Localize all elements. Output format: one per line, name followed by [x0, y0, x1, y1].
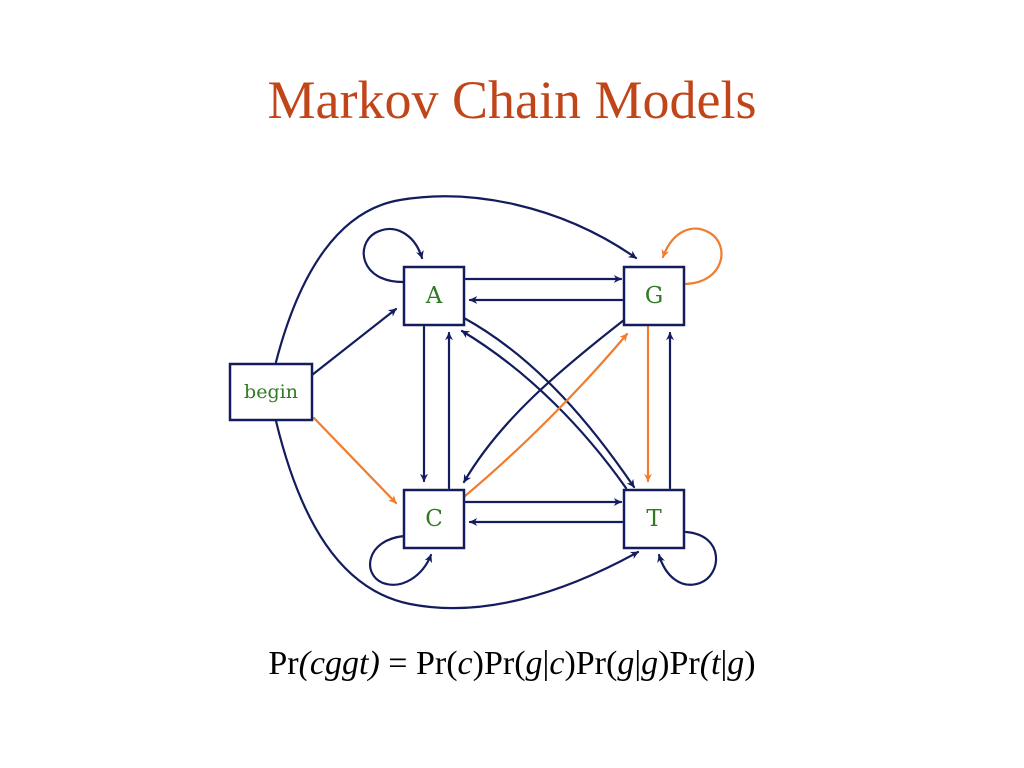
formula-var: c [457, 645, 473, 682]
formula-var: g [525, 645, 543, 682]
edge-c-c [368, 534, 433, 586]
state-t-label: T [646, 506, 662, 532]
formula-var: g [617, 645, 635, 682]
formula-sequence: (cggt) [298, 645, 380, 682]
state-begin-box [228, 362, 314, 422]
formula-var: t [711, 645, 721, 682]
formula-var: g [727, 645, 745, 682]
state-c-label: C [425, 506, 443, 532]
state-begin-label: begin [244, 381, 298, 403]
state-a-label: A [425, 283, 443, 309]
formula-paren: ) [472, 645, 484, 682]
formula-pr: Pr [669, 645, 700, 682]
formula-paren: ( [446, 645, 458, 682]
edge-g-c [462, 318, 626, 484]
state-a-box [402, 265, 466, 327]
edge-a-t [462, 316, 636, 489]
formula-paren: ) [658, 645, 670, 682]
formula-pr: Pr [575, 645, 606, 682]
formula-var: c [549, 645, 565, 682]
probability-formula: Pr(cggt) = Pr(c)Pr(g|c)Pr(g|g)Pr(t|g) [0, 642, 1024, 686]
formula-bar: | [720, 645, 728, 682]
edge-begin-a [310, 307, 398, 377]
formula-paren: ( [514, 645, 526, 682]
edge-begin-t [274, 419, 640, 610]
formula-pr: Pr [415, 645, 447, 682]
formula-paren: ( [606, 645, 618, 682]
edge-c-g [463, 332, 629, 498]
edge-begin-g [274, 195, 638, 364]
formula-pr: Pr [483, 645, 515, 682]
edge-begin-c [312, 416, 398, 505]
state-g-box [622, 265, 686, 327]
formula-pr: Pr [268, 645, 299, 682]
edge-g-g [661, 227, 723, 286]
state-t-box [622, 488, 686, 550]
edge-t-t [657, 530, 718, 586]
edge-a-a [362, 227, 424, 284]
state-g-label: G [645, 283, 663, 309]
formula-paren: ) [564, 645, 576, 682]
formula-paren: ( [699, 645, 712, 682]
formula-paren: ) [744, 645, 756, 682]
formula-var: g [641, 645, 659, 682]
slide-title: Markov Chain Models [267, 70, 757, 130]
state-c-box [402, 488, 466, 550]
edge-t-a [460, 329, 628, 490]
formula-equals: = [379, 645, 416, 682]
formula-bar: | [634, 645, 642, 682]
formula-bar: | [542, 645, 550, 682]
